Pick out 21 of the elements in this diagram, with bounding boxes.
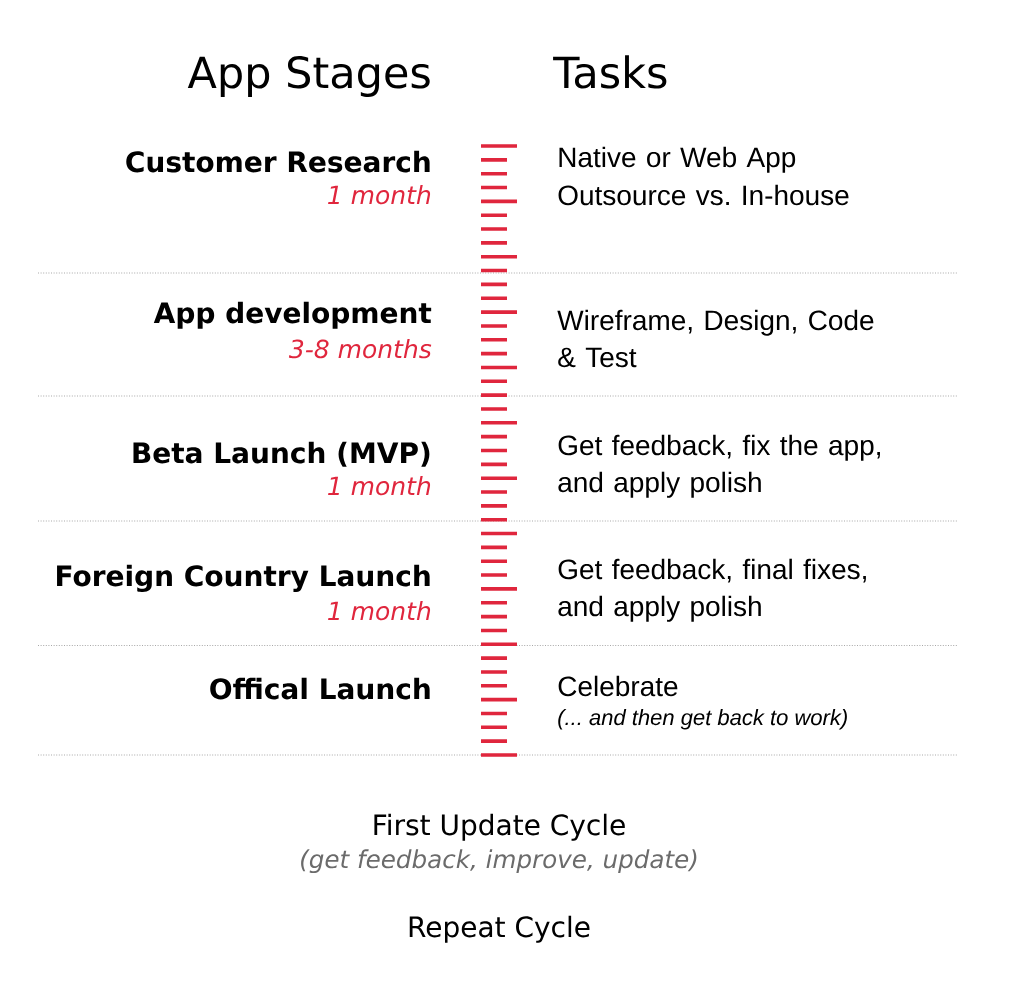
duration-label: 1 month <box>328 601 431 621</box>
cycle-name: Repeat Cycle <box>409 915 590 943</box>
duration-label: 1 month <box>328 185 431 205</box>
cycle-name: First Update Cycle <box>374 813 625 841</box>
task-text: Get feedback, final fixes, and apply polish <box>558 558 866 622</box>
task-text: Native or Web App <box>559 146 796 173</box>
cycle-note: (get feedback, improve, update) <box>301 849 697 874</box>
task-text: Wireframe, Design, Code & Test <box>557 309 874 368</box>
column-heading: App Stages <box>187 56 430 97</box>
column-heading: Tasks <box>553 55 667 89</box>
task-text: Celebrate <box>558 675 678 697</box>
task-text: Outsource vs. In-house <box>558 184 849 206</box>
stage-name: Beta Launch (MVP) <box>133 441 430 467</box>
task-text: Get feedback, fix the app, and apply polish <box>558 434 880 498</box>
duration-label: 1 month <box>328 476 431 496</box>
stage-name: Offical Launch <box>210 677 430 700</box>
duration-label: 3-8 months <box>288 339 432 359</box>
stage-name: App development <box>153 301 432 329</box>
stage-name: Foreign Country Launch <box>57 564 430 593</box>
task-note: (... and then get back to work) <box>558 709 847 730</box>
stage-name: Customer Research <box>126 150 430 173</box>
